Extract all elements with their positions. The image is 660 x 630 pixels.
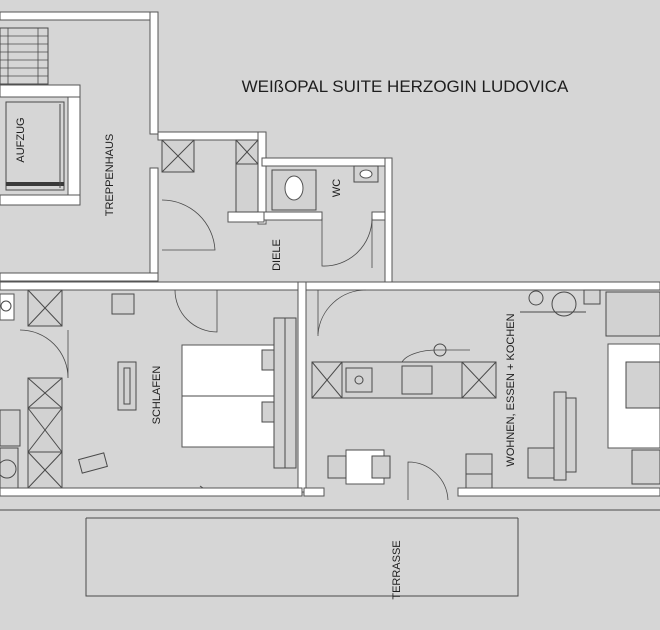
kitchen-counter xyxy=(311,361,497,399)
room-label-diele: DIELE xyxy=(271,239,283,271)
double-bed xyxy=(181,317,297,469)
sofa xyxy=(605,291,660,485)
room-label-wohnen: WOHNEN, ESSEN + KOCHEN xyxy=(505,313,517,466)
suite-title: WEIßOPAL SUITE HERZOGIN LUDOVICA xyxy=(242,77,569,96)
terrace xyxy=(85,517,519,597)
room-label-wc: WC xyxy=(331,179,343,197)
living-block xyxy=(311,289,660,501)
diele-wc-block xyxy=(157,131,393,283)
room-label-treppenhaus: TREPPENHAUS xyxy=(104,134,116,217)
elevator-car xyxy=(5,101,65,191)
room-label-aufzug: AUFZUG xyxy=(15,117,27,162)
stairwell-block xyxy=(0,11,159,282)
dining-table xyxy=(327,449,391,485)
room-label-schlafen: SCHLAFEN xyxy=(151,366,163,425)
staircase xyxy=(0,27,49,85)
bedroom-block xyxy=(0,281,307,495)
room-label-terrasse: TERRASSE xyxy=(391,540,403,599)
